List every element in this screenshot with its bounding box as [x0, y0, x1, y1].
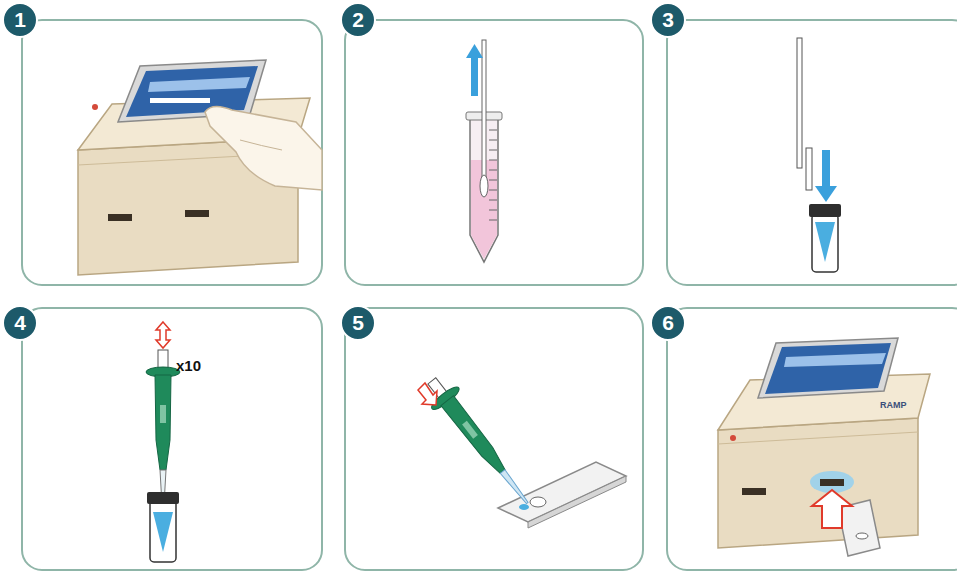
red-double-arrow: [156, 322, 170, 348]
panel-frames-part: [22, 20, 322, 285]
analyzer-device: [718, 338, 930, 548]
red-arrow: [418, 383, 437, 405]
sample-tube-part: [489, 130, 497, 220]
sample-tube-part: [480, 175, 488, 197]
sample-tube-part-part: [489, 210, 497, 211]
swab-and-vial-part: [815, 222, 835, 262]
blue-arrow-up-part: [466, 44, 483, 58]
pointing-hand: [205, 106, 322, 190]
analyzer-device-part: [742, 488, 766, 495]
sample-tube-part-part: [489, 150, 497, 151]
step-number: 1: [2, 2, 38, 38]
step-number: 2: [340, 2, 376, 38]
blue-arrow-down: [815, 150, 837, 202]
analyzer-device-part: [108, 214, 132, 221]
vial-part: [150, 500, 176, 562]
panel-frames-part: [345, 308, 643, 570]
swab-and-vial: [797, 38, 841, 272]
step-number-text: 1: [14, 8, 26, 32]
analyzer-device-part: [92, 104, 98, 110]
test-cartridge-part: [519, 504, 529, 510]
pipette-part: [462, 421, 478, 439]
swab-and-vial-part: [797, 38, 802, 168]
sample-tube-part-part: [489, 200, 497, 201]
analyzer-device-part: [150, 98, 210, 103]
panel-frames-part: [345, 20, 643, 285]
repeat-count: x10: [176, 357, 201, 374]
sample-tube-part: [482, 40, 486, 190]
pipette: [418, 370, 540, 513]
test-cartridge-part: [530, 497, 546, 507]
red-insert-arrow-part: [812, 490, 852, 528]
test-cartridge: [498, 462, 626, 528]
sample-tube-part: [471, 160, 497, 259]
analyzer-device-part: [126, 66, 258, 117]
sample-tube-part-part: [489, 190, 497, 191]
sample-tube-part-part: [489, 140, 497, 141]
step-number-text: 2: [352, 8, 364, 32]
test-cartridge-part: [856, 533, 868, 539]
analyzer-device-part: [820, 479, 844, 486]
swab-and-vial-part: [806, 148, 812, 190]
step-number: 6: [650, 305, 686, 341]
pipette-part: [155, 375, 171, 470]
sample-tube-part-part: [489, 130, 497, 131]
analyzer-device-part: [784, 353, 886, 367]
blue-arrow-up-part: [471, 56, 478, 96]
analyzer-device-part: [148, 77, 250, 92]
panel-frames-part: [22, 308, 322, 570]
analyzer-device-part: [718, 418, 918, 548]
red-arrow-part: [418, 383, 437, 405]
step-number-text: 6: [662, 311, 674, 335]
step-number: 5: [340, 305, 376, 341]
sample-tube-part-part: [489, 170, 497, 171]
swab-and-vial-part: [812, 214, 838, 272]
pipette-part: [160, 405, 166, 423]
test-cartridge-part: [528, 476, 626, 528]
panel-frames-part: [667, 308, 957, 570]
test-cartridge-part: [838, 500, 880, 556]
brand-label: RAMP: [880, 400, 907, 410]
blue-arrow-up: [466, 44, 483, 96]
vial-part: [153, 512, 173, 552]
test-cartridge-part: [498, 462, 626, 522]
sample-tube-part-part: [489, 180, 497, 181]
pointing-hand-part: [240, 140, 282, 150]
sample-tube-part-part: [489, 160, 497, 161]
analyzer-device-part: [758, 338, 898, 398]
red-insert-arrow: [812, 490, 852, 528]
pipette-part: [158, 350, 168, 368]
analyzer-device-part: [185, 210, 209, 217]
step-number-text: 4: [14, 311, 26, 335]
analyzer-device-part: [718, 432, 918, 444]
pipette-part: [500, 470, 529, 505]
step-number-text: 3: [662, 8, 674, 32]
vial-part: [147, 492, 179, 504]
blue-arrow-down-part: [815, 150, 837, 202]
step-number-text: 5: [352, 311, 364, 335]
panel-frames-part: [667, 20, 957, 285]
sample-tube: [466, 40, 502, 262]
test-cartridge: [838, 500, 880, 556]
swab-and-vial-part: [809, 204, 841, 217]
step-number: 3: [650, 2, 686, 38]
pipette: [146, 350, 180, 505]
panel-frames: [22, 20, 957, 570]
vial: [147, 492, 179, 562]
pipette-part: [441, 396, 509, 477]
pointing-hand-part: [205, 106, 322, 190]
sample-tube-part-part: [489, 220, 497, 221]
analyzer-device-part: [765, 343, 891, 394]
analyzer-device-part: [730, 435, 736, 441]
step-number: 4: [2, 305, 38, 341]
red-double-arrow-part: [156, 322, 170, 348]
